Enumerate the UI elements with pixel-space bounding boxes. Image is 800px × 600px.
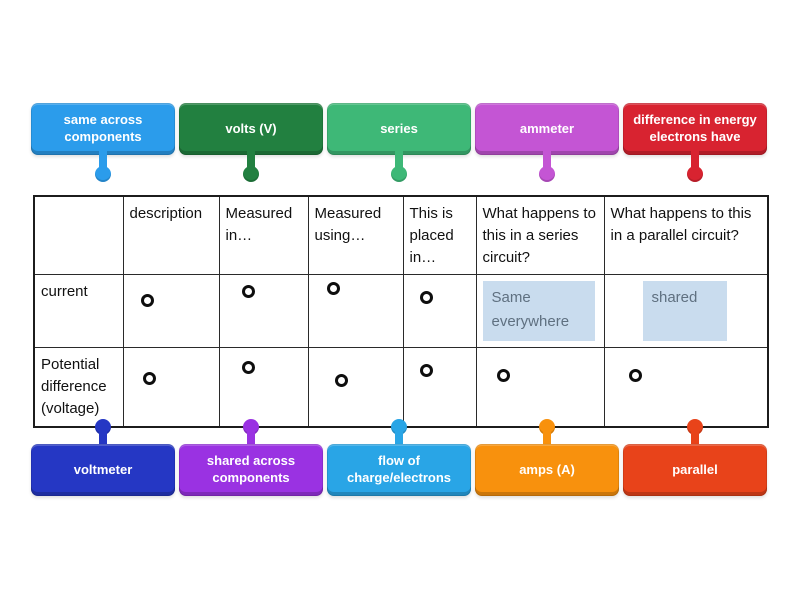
label-pin-dot	[391, 166, 407, 182]
draggable-label-same-across-components[interactable]: same across components	[31, 103, 175, 155]
drop-cell-current-measured-in	[218, 274, 309, 349]
label-pin-dot	[243, 166, 259, 182]
drop-target-circle[interactable]	[326, 282, 340, 296]
drop-cell-potential-measured-using	[307, 347, 404, 427]
column-header-measured-in: Measured in…	[218, 195, 309, 276]
drop-cell-current-description	[122, 274, 220, 349]
column-header-measured-using: Measured using…	[307, 195, 404, 276]
drop-target-circle[interactable]	[419, 364, 433, 378]
drop-cell-current-measured-using	[307, 274, 404, 349]
label-pin-dot	[95, 166, 111, 182]
drop-cell-potential-description	[122, 347, 220, 427]
label-text: amps (A)	[519, 461, 575, 477]
drop-target-circle[interactable]	[241, 361, 255, 375]
drop-cell-current-series: Same everywhere	[475, 274, 605, 349]
label-group-series: series	[327, 103, 471, 183]
answers-table: description Measured in… Measured using……	[33, 195, 769, 428]
placed-answer-same-everywhere[interactable]: Same everywhere	[482, 281, 595, 342]
column-header-description: description	[122, 195, 220, 276]
label-text: difference in energy electrons have	[633, 112, 757, 144]
label-connector-stem	[543, 151, 551, 169]
column-header-series-circuit: What happens to this in a series circuit…	[475, 195, 605, 276]
label-text: flow of charge/electrons	[346, 453, 452, 485]
drop-target-circle[interactable]	[419, 291, 433, 305]
label-pin-dot	[539, 166, 555, 182]
label-connector-stem	[691, 430, 699, 448]
draggable-label-difference-in-energy[interactable]: difference in energy electrons have	[623, 103, 767, 155]
drop-cell-potential-series	[475, 347, 605, 427]
label-connector-stem	[247, 151, 255, 169]
label-group-same-across-components: same across components	[31, 103, 175, 183]
column-header-placed-in: This is placed in…	[402, 195, 477, 276]
table-header-row: description Measured in… Measured using……	[33, 195, 769, 276]
drop-target-circle[interactable]	[496, 369, 510, 383]
label-group-amps: amps (A)	[475, 419, 619, 499]
label-pin-dot	[687, 166, 703, 182]
label-connector-stem	[247, 430, 255, 448]
label-text: volts (V)	[225, 120, 277, 136]
label-group-shared-across-components: shared across components	[179, 419, 323, 499]
table-row-potential-difference: Potential difference (voltage)	[33, 347, 769, 427]
label-connector-stem	[395, 430, 403, 448]
draggable-label-flow-of-charge[interactable]: flow of charge/electrons	[327, 444, 471, 496]
draggable-label-series[interactable]: series	[327, 103, 471, 155]
table-row-current: current Same everywhere shared	[33, 274, 769, 349]
label-text: ammeter	[519, 120, 575, 136]
draggable-label-parallel[interactable]: parallel	[623, 444, 767, 496]
corner-cell	[33, 195, 124, 276]
label-text: shared across components	[206, 453, 296, 485]
drop-cell-potential-parallel	[603, 347, 769, 427]
drop-target-circle[interactable]	[140, 294, 154, 308]
label-text: parallel	[672, 461, 718, 477]
drop-cell-current-parallel: shared	[603, 274, 769, 349]
drop-cell-potential-placed-in	[402, 347, 477, 427]
draggable-label-volts[interactable]: volts (V)	[179, 103, 323, 155]
column-header-parallel-circuit: What happens to this in a parallel circu…	[603, 195, 769, 276]
draggable-label-shared-across-components[interactable]: shared across components	[179, 444, 323, 496]
label-group-parallel: parallel	[623, 419, 767, 499]
label-text: voltmeter	[73, 461, 133, 477]
label-connector-stem	[395, 151, 403, 169]
drop-target-circle[interactable]	[241, 285, 255, 299]
label-connector-stem	[99, 151, 107, 169]
drop-target-circle[interactable]	[142, 372, 156, 386]
row-header-potential-difference: Potential difference (voltage)	[33, 347, 124, 427]
label-connector-stem	[99, 430, 107, 448]
label-group-difference-in-energy: difference in energy electrons have	[623, 103, 767, 183]
label-group-ammeter: ammeter	[475, 103, 619, 183]
drop-target-circle[interactable]	[628, 369, 642, 383]
drop-target-circle[interactable]	[334, 374, 348, 388]
row-header-current: current	[33, 274, 124, 349]
label-group-volts: volts (V)	[179, 103, 323, 183]
label-group-flow-of-charge: flow of charge/electrons	[327, 419, 471, 499]
label-text: same across components	[63, 112, 143, 144]
draggable-label-ammeter[interactable]: ammeter	[475, 103, 619, 155]
draggable-label-amps[interactable]: amps (A)	[475, 444, 619, 496]
drop-cell-potential-measured-in	[218, 347, 309, 427]
drop-cell-current-placed-in	[402, 274, 477, 349]
label-connector-stem	[691, 151, 699, 169]
draggable-label-voltmeter[interactable]: voltmeter	[31, 444, 175, 496]
label-text: series	[380, 120, 418, 136]
label-group-voltmeter: voltmeter	[31, 419, 175, 499]
label-connector-stem	[543, 430, 551, 448]
placed-answer-shared[interactable]: shared	[642, 281, 727, 342]
